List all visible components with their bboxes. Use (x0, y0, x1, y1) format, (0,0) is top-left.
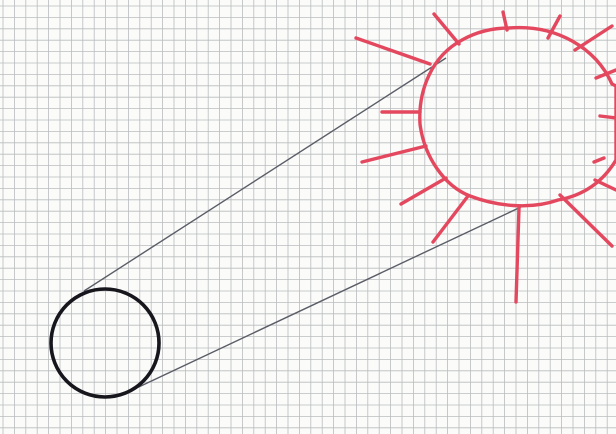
sun-ray (600, 116, 616, 118)
